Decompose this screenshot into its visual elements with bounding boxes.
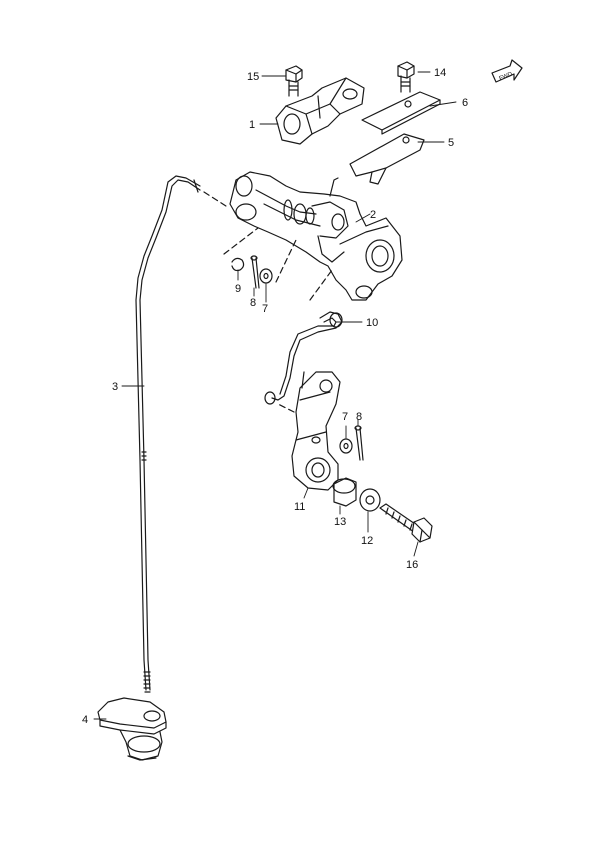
callout-7-lower: 7: [342, 411, 348, 423]
callout-9: 9: [235, 283, 241, 295]
clutch-assembly-2: [230, 172, 402, 300]
cotter-pin-8-lower: [355, 426, 363, 460]
bolt-10: [398, 62, 414, 92]
link-rod-12: [265, 312, 342, 404]
callouts: 15 1 14 6 5 2 9 8 7 3 10 7 8 11 13 12 16…: [82, 67, 468, 726]
callout-16: 16: [406, 559, 418, 571]
callout-4: 4: [82, 714, 88, 726]
plate-5: [350, 134, 424, 184]
callout-3: 3: [112, 381, 118, 393]
callout-11: 15: [247, 71, 259, 83]
assembly-guides: [203, 191, 333, 413]
plate-6: [362, 92, 440, 134]
washer-7-lower: [340, 439, 352, 453]
cotter-pin-8-upper: [251, 256, 259, 288]
callout-15: 13: [334, 516, 346, 528]
washer-14: [360, 489, 380, 511]
clip-9: [232, 258, 244, 270]
callout-8-upper: 8: [250, 297, 256, 309]
callout-10: 14: [434, 67, 446, 79]
bolt-11: [286, 66, 302, 96]
callout-12: 10: [366, 317, 378, 329]
washer-7-upper: [260, 269, 272, 283]
lever-arm-13: [292, 372, 340, 490]
callout-5: 5: [448, 137, 454, 149]
callout-1: 1: [249, 119, 255, 131]
callout-8-lower: 8: [356, 411, 362, 423]
fwd-label: FWD: [499, 71, 515, 82]
callout-7-upper: 7: [262, 303, 268, 315]
leader-lines: [93, 71, 457, 720]
callout-14: 12: [361, 535, 373, 547]
bracket-4: [98, 698, 166, 760]
callout-6: 6: [462, 97, 468, 109]
fwd-arrow-icon: FWD: [491, 59, 523, 83]
callout-13: 11: [294, 501, 305, 513]
bushing-15: [333, 478, 356, 506]
callout-2: 2: [370, 209, 376, 221]
bracket-1: [276, 78, 364, 144]
bolt-16: [380, 504, 432, 542]
rod-3: [136, 176, 200, 692]
